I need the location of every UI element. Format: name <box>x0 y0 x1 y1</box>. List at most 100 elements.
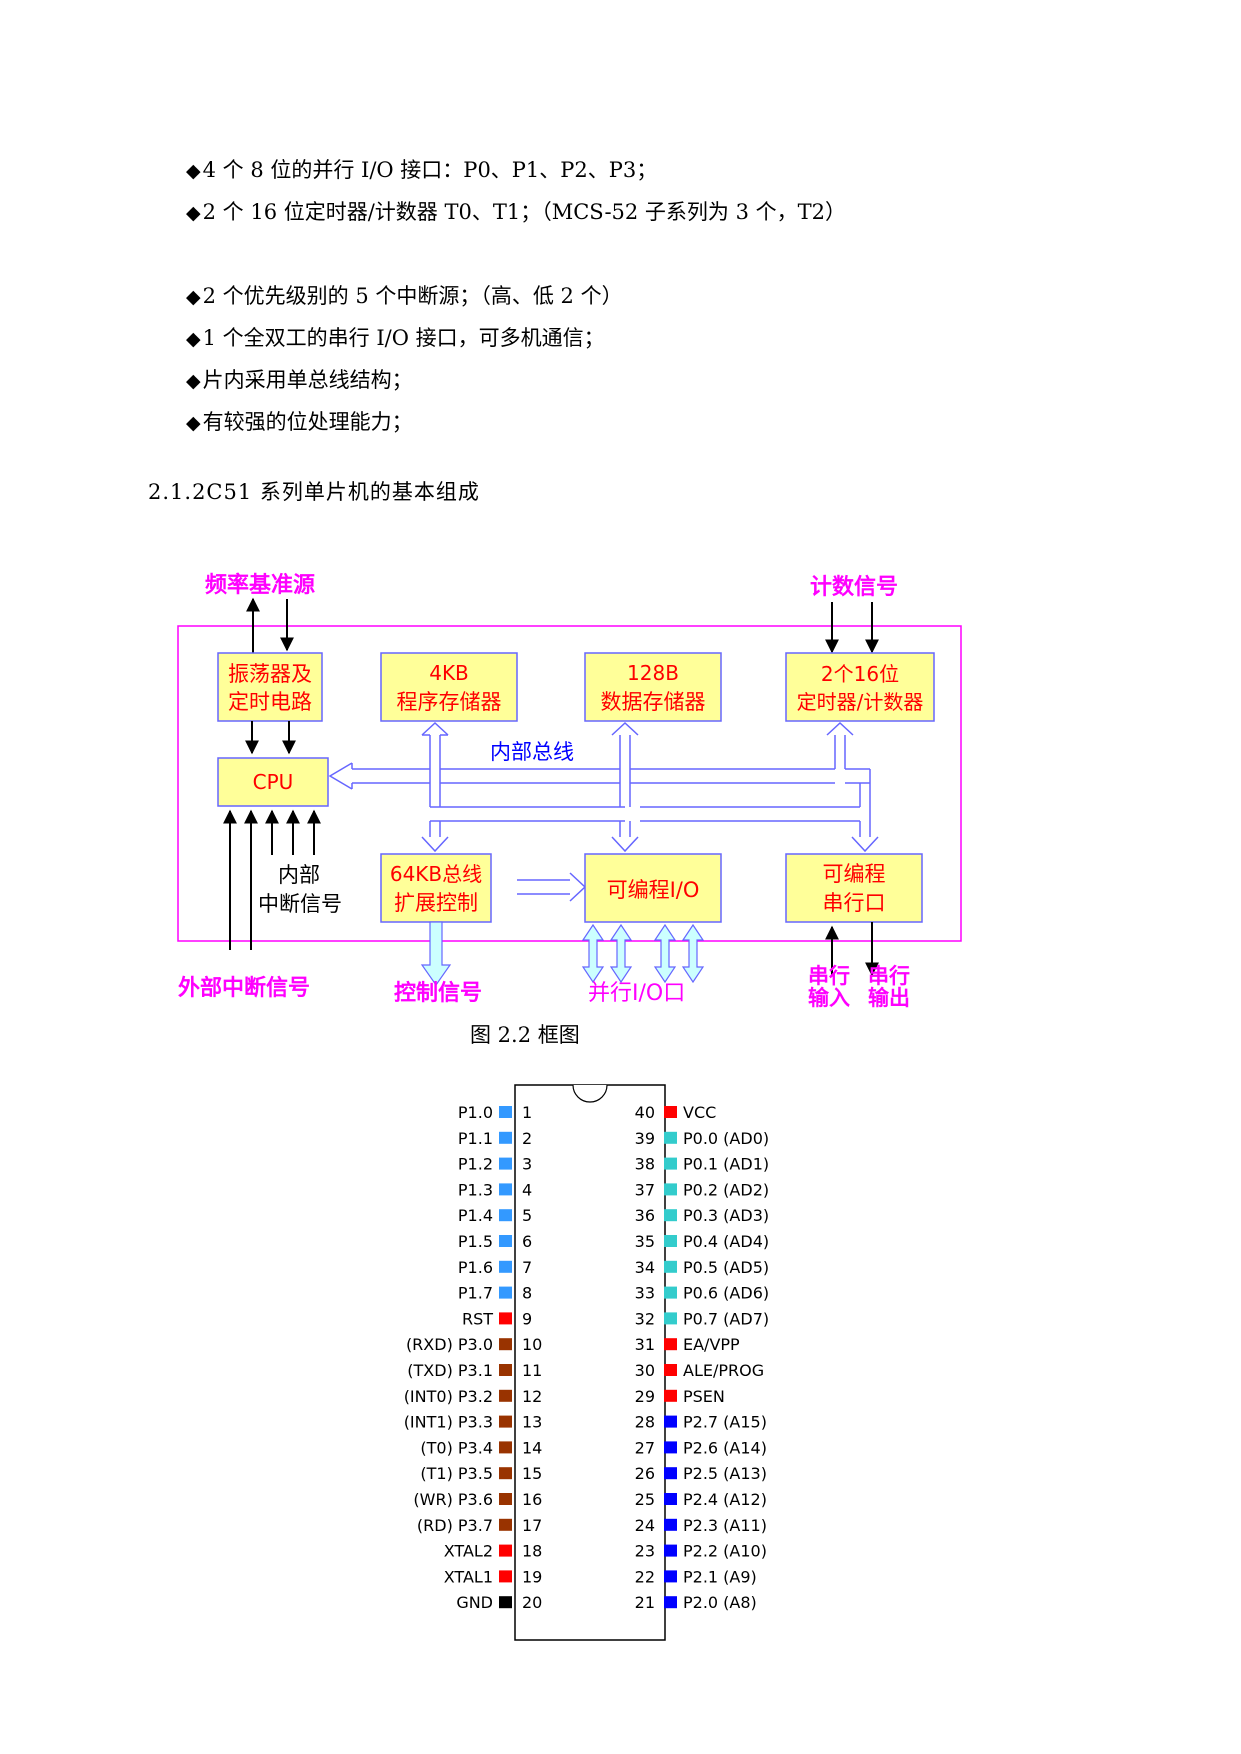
diamond-bullet-icon: ◆ <box>186 160 201 182</box>
block-diagram: 频率基准源 计数信号 振荡器及 定时电路 4KB 程序存储器 128B 数据存储… <box>177 572 962 1010</box>
data-memory-label-2: 数据存储器 <box>601 690 706 714</box>
pin-label: PSEN <box>683 1387 725 1406</box>
pin-number: 14 <box>522 1438 542 1457</box>
list-item: ◆4 个 8 位的并行 I/O 接口：P0、P1、P2、P3； <box>186 158 658 182</box>
pin-marker <box>664 1312 677 1325</box>
parallel-io-label: 并行I/O口 <box>588 981 685 1006</box>
pin-label: (RD) P3.7 <box>417 1516 493 1535</box>
pin-label: P1.1 <box>458 1129 493 1148</box>
pin-number: 37 <box>635 1180 655 1199</box>
pin-number: 6 <box>522 1232 532 1251</box>
pin-marker <box>664 1106 677 1118</box>
bus-control-label-1: 64KB总线 <box>390 862 482 886</box>
pin-number: 2 <box>522 1129 532 1148</box>
section-heading: 2.1.2C51 系列单片机的基本组成 <box>148 480 480 504</box>
pin-label: P0.3 (AD3) <box>683 1206 769 1225</box>
diamond-bullet-icon: ◆ <box>186 328 201 350</box>
list-item: ◆片内采用单总线结构； <box>186 368 413 392</box>
pin-marker <box>664 1596 677 1609</box>
oscillator-label-1: 振荡器及 <box>228 662 312 686</box>
pin-marker <box>499 1106 512 1118</box>
pin-marker <box>499 1183 512 1196</box>
pin-label: P2.5 (A13) <box>683 1464 767 1483</box>
pin-marker <box>664 1570 677 1583</box>
timer-counter-block <box>785 652 935 722</box>
program-memory-label-1: 4KB <box>429 661 469 685</box>
pin-label: P1.3 <box>458 1180 493 1199</box>
pin-label: P1.4 <box>458 1206 493 1225</box>
pin-marker <box>664 1235 677 1247</box>
serial-input-label-1: 串行 <box>808 964 850 988</box>
pin-marker <box>499 1260 512 1273</box>
pin-number: 11 <box>522 1361 542 1380</box>
pin-number: 32 <box>635 1309 655 1328</box>
pin-label: P2.6 (A14) <box>683 1438 767 1457</box>
pin-number: 33 <box>635 1284 655 1303</box>
pin-number: 39 <box>635 1129 655 1148</box>
cpu-block <box>217 757 329 807</box>
pin-number: 8 <box>522 1284 532 1303</box>
programmable-io-label: 可编程I/O <box>607 878 700 902</box>
pin-label: P2.0 (A8) <box>683 1593 757 1612</box>
pin-marker <box>664 1441 677 1454</box>
internal-interrupt-label-1: 内部 <box>278 863 320 887</box>
pin-label: (INT0) P3.2 <box>404 1387 493 1406</box>
pin-label: (WR) P3.6 <box>413 1490 493 1509</box>
pin-number: 3 <box>522 1155 532 1174</box>
internal-interrupt-label-2: 中断信号 <box>258 892 342 916</box>
pin-marker <box>664 1183 677 1196</box>
pin-marker <box>664 1493 677 1505</box>
bus-control-label-2: 扩展控制 <box>394 891 478 915</box>
pin-label: P1.2 <box>458 1155 493 1174</box>
pin-marker <box>664 1364 677 1376</box>
pin-label: XTAL1 <box>444 1567 493 1586</box>
pin-number: 10 <box>522 1335 542 1354</box>
list-item: ◆有较强的位处理能力； <box>186 410 413 434</box>
pin-number: 34 <box>635 1258 655 1277</box>
diamond-bullet-icon: ◆ <box>186 202 201 224</box>
pin-label: ALE/PROG <box>683 1361 764 1380</box>
pin-marker <box>499 1441 512 1454</box>
pin-number: 1 <box>522 1103 532 1122</box>
pin-marker <box>499 1338 512 1351</box>
chip-notch-icon <box>572 1084 608 1103</box>
pin-number: 22 <box>635 1567 655 1586</box>
serial-port-block <box>785 853 923 923</box>
pin-marker <box>499 1312 512 1325</box>
programmable-io-block <box>584 853 722 923</box>
pin-label: GND <box>456 1593 493 1612</box>
pin-marker <box>499 1157 512 1170</box>
pin-number: 28 <box>635 1413 655 1432</box>
pin-number: 19 <box>522 1567 542 1586</box>
external-interrupt-label: 外部中断信号 <box>178 975 310 1001</box>
pin-label: XTAL2 <box>444 1542 493 1561</box>
pin-label: P2.7 (A15) <box>683 1413 767 1432</box>
pin-marker <box>664 1338 677 1351</box>
serial-output-label-1: 串行 <box>868 964 910 988</box>
chip-boundary-frame <box>177 625 962 942</box>
pin-marker <box>499 1596 512 1609</box>
data-memory-label-1: 128B <box>627 661 679 685</box>
diamond-bullet-icon: ◆ <box>186 286 201 308</box>
pin-marker <box>664 1209 677 1222</box>
control-signal-label: 控制信号 <box>394 980 482 1006</box>
pin-number: 18 <box>522 1542 542 1561</box>
pin-number: 26 <box>635 1464 655 1483</box>
diamond-bullet-icon: ◆ <box>186 370 201 392</box>
pin-marker <box>664 1544 677 1557</box>
pin-label: VCC <box>683 1103 716 1122</box>
pin-number: 31 <box>635 1335 655 1354</box>
pin-number: 21 <box>635 1593 655 1612</box>
pin-marker <box>664 1415 677 1428</box>
pin-label: P0.2 (AD2) <box>683 1180 769 1199</box>
pin-number: 15 <box>522 1464 542 1483</box>
pin-label: (T0) P3.4 <box>420 1438 493 1457</box>
pin-marker <box>499 1518 512 1531</box>
pin-number: 29 <box>635 1387 655 1406</box>
pin-number: 16 <box>522 1490 542 1509</box>
figure-caption: 图 2.2 框图 <box>470 1023 580 1047</box>
parallel-io-arrows <box>581 923 705 984</box>
control-signal-arrow <box>420 921 452 987</box>
pin-number: 40 <box>635 1103 655 1122</box>
